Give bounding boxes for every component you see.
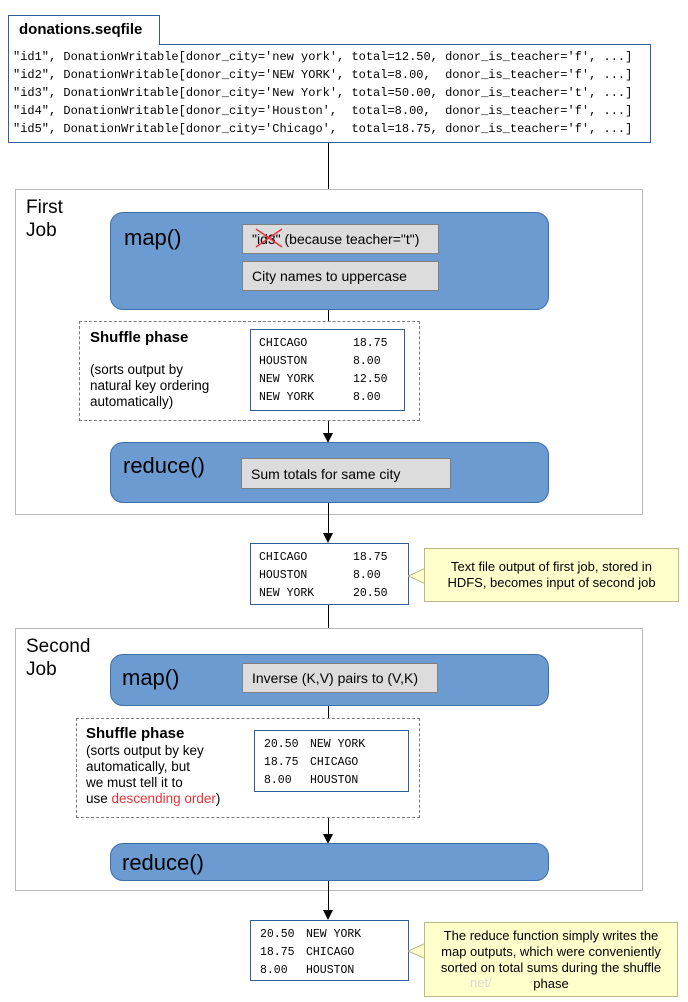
city-cell: HOUSTON [259,355,308,368]
table-row: HOUSTON 8.00 [259,353,388,371]
city-cell: CHICAGO [259,551,308,564]
job1-shuffle-output: CHICAGO 18.75 HOUSTON 8.00 NEW YORK 12.50 N… [250,329,405,411]
job2-shuffle-output: 20.50 NEW YORK 18.75 CHICAGO 8.00 HOUSTON [254,730,409,792]
city-cell: HOUSTON [306,964,355,977]
flow-arrow-line [328,143,329,193]
city-cell: HOUSTON [259,569,308,582]
shuffle-desc-highlight: descending order [111,791,216,806]
job2-reduce-phase: reduce() [110,843,549,881]
flow-arrow-line [328,706,329,718]
flow-arrow-head [323,533,333,543]
city-cell: NEW YORK [306,928,362,941]
final-note: The reduce function simply writes the ma… [424,922,678,997]
table-row: CHICAGO 18.75 [259,549,388,567]
city-cell: CHICAGO [310,756,359,769]
final-output: 20.50 NEW YORK 18.75 CHICAGO 8.00 HOUSTON [250,920,409,981]
flow-arrow-line [328,503,329,533]
table-row: NEW YORK 20.50 [259,585,388,603]
city-cell: CHICAGO [306,946,355,959]
first-job-title: First Job [26,197,63,241]
total-cell: 8.00 [353,391,381,404]
table-row: 8.00 HOUSTON [260,962,361,980]
flow-arrow-line [328,421,329,433]
total-cell: 8.00 [353,355,381,368]
city-cell: NEW YORK [259,587,315,600]
job2-shuffle-title: Shuffle phase [86,725,185,742]
cross-out-icon [255,228,283,248]
job1-map-label: map() [124,225,182,250]
table-row: CHICAGO 18.75 [259,335,388,353]
total-cell: 18.75 [260,946,295,959]
job1-filter-step: "id3" (because teacher="t") [242,224,439,254]
table-row: NEW YORK 8.00 [259,389,388,407]
seqfile-line: "id2", DonationWritable[donor_city='NEW … [13,68,633,82]
job1-reduce-phase: reduce() [110,442,549,503]
filter-reason: (because teacher="t") [280,231,420,247]
table-row: 8.00 HOUSTON [264,772,365,790]
job2-reduce-label: reduce() [122,850,204,875]
total-cell: 20.50 [264,738,299,751]
intermediate-output: CHICAGO 18.75 HOUSTON 8.00 NEW YORK 20.50 [250,543,409,605]
shuffle-desc-plain: (sorts output by key automatically, but … [86,743,204,806]
table-row: NEW YORK 12.50 [259,371,388,389]
city-cell: NEW YORK [259,391,315,404]
seqfile-line: "id5", DonationWritable[donor_city='Chic… [13,122,633,136]
job1-shuffle-description: (sorts output by natural key ordering au… [90,362,210,409]
total-cell: 20.50 [353,587,388,600]
job2-map-label: map() [122,665,180,690]
total-cell: 18.75 [353,551,388,564]
watermark: net/ [470,975,492,990]
city-cell: CHICAGO [259,337,308,350]
city-cell: NEW YORK [310,738,366,751]
table-row: 18.75 CHICAGO [260,944,361,962]
table-row: HOUSTON 8.00 [259,567,388,585]
job2-inverse-step: Inverse (K,V) pairs to (V,K) [242,663,438,693]
job1-reduce-label: reduce() [123,453,205,478]
flow-arrow-head [323,834,333,844]
job1-sum-step: Sum totals for same city [241,458,451,489]
flow-arrow-head [323,433,333,443]
job1-shuffle-title: Shuffle phase [90,329,189,346]
total-cell: 8.00 [353,569,381,582]
flow-arrow-head [323,910,333,920]
seqfile-line: "id4", DonationWritable[donor_city='Hous… [13,104,633,118]
city-cell: HOUSTON [310,774,359,787]
table-row: 20.50 NEW YORK [264,736,365,754]
total-cell: 8.00 [260,964,288,977]
total-cell: 18.75 [353,337,388,350]
seqfile-content: "id1", DonationWritable[donor_city='new … [8,44,651,143]
table-row: 18.75 CHICAGO [264,754,365,772]
total-cell: 12.50 [353,373,388,386]
job1-uppercase-step: City names to uppercase [242,261,439,291]
flow-arrow-line [328,605,329,645]
total-cell: 18.75 [264,756,299,769]
shuffle-desc-end: ) [215,791,221,806]
flow-arrow-line [328,818,329,834]
seqfile-line: "id1", DonationWritable[donor_city='new … [13,50,633,64]
flow-arrow-line [328,881,329,910]
total-cell: 20.50 [260,928,295,941]
flow-arrow-line [328,310,329,321]
seqfile-line: "id3", DonationWritable[donor_city='New … [13,86,633,100]
seqfile-name: donations.seqfile [8,15,160,45]
job2-shuffle-description: (sorts output by key automatically, but … [86,743,220,807]
filtered-record-id: "id3" [252,228,283,248]
intermediate-note: Text file output of first job, stored in… [424,548,679,602]
table-row: 20.50 NEW YORK [260,926,361,944]
city-cell: NEW YORK [259,373,315,386]
total-cell: 8.00 [264,774,292,787]
second-job-title: Second Job [26,636,91,680]
